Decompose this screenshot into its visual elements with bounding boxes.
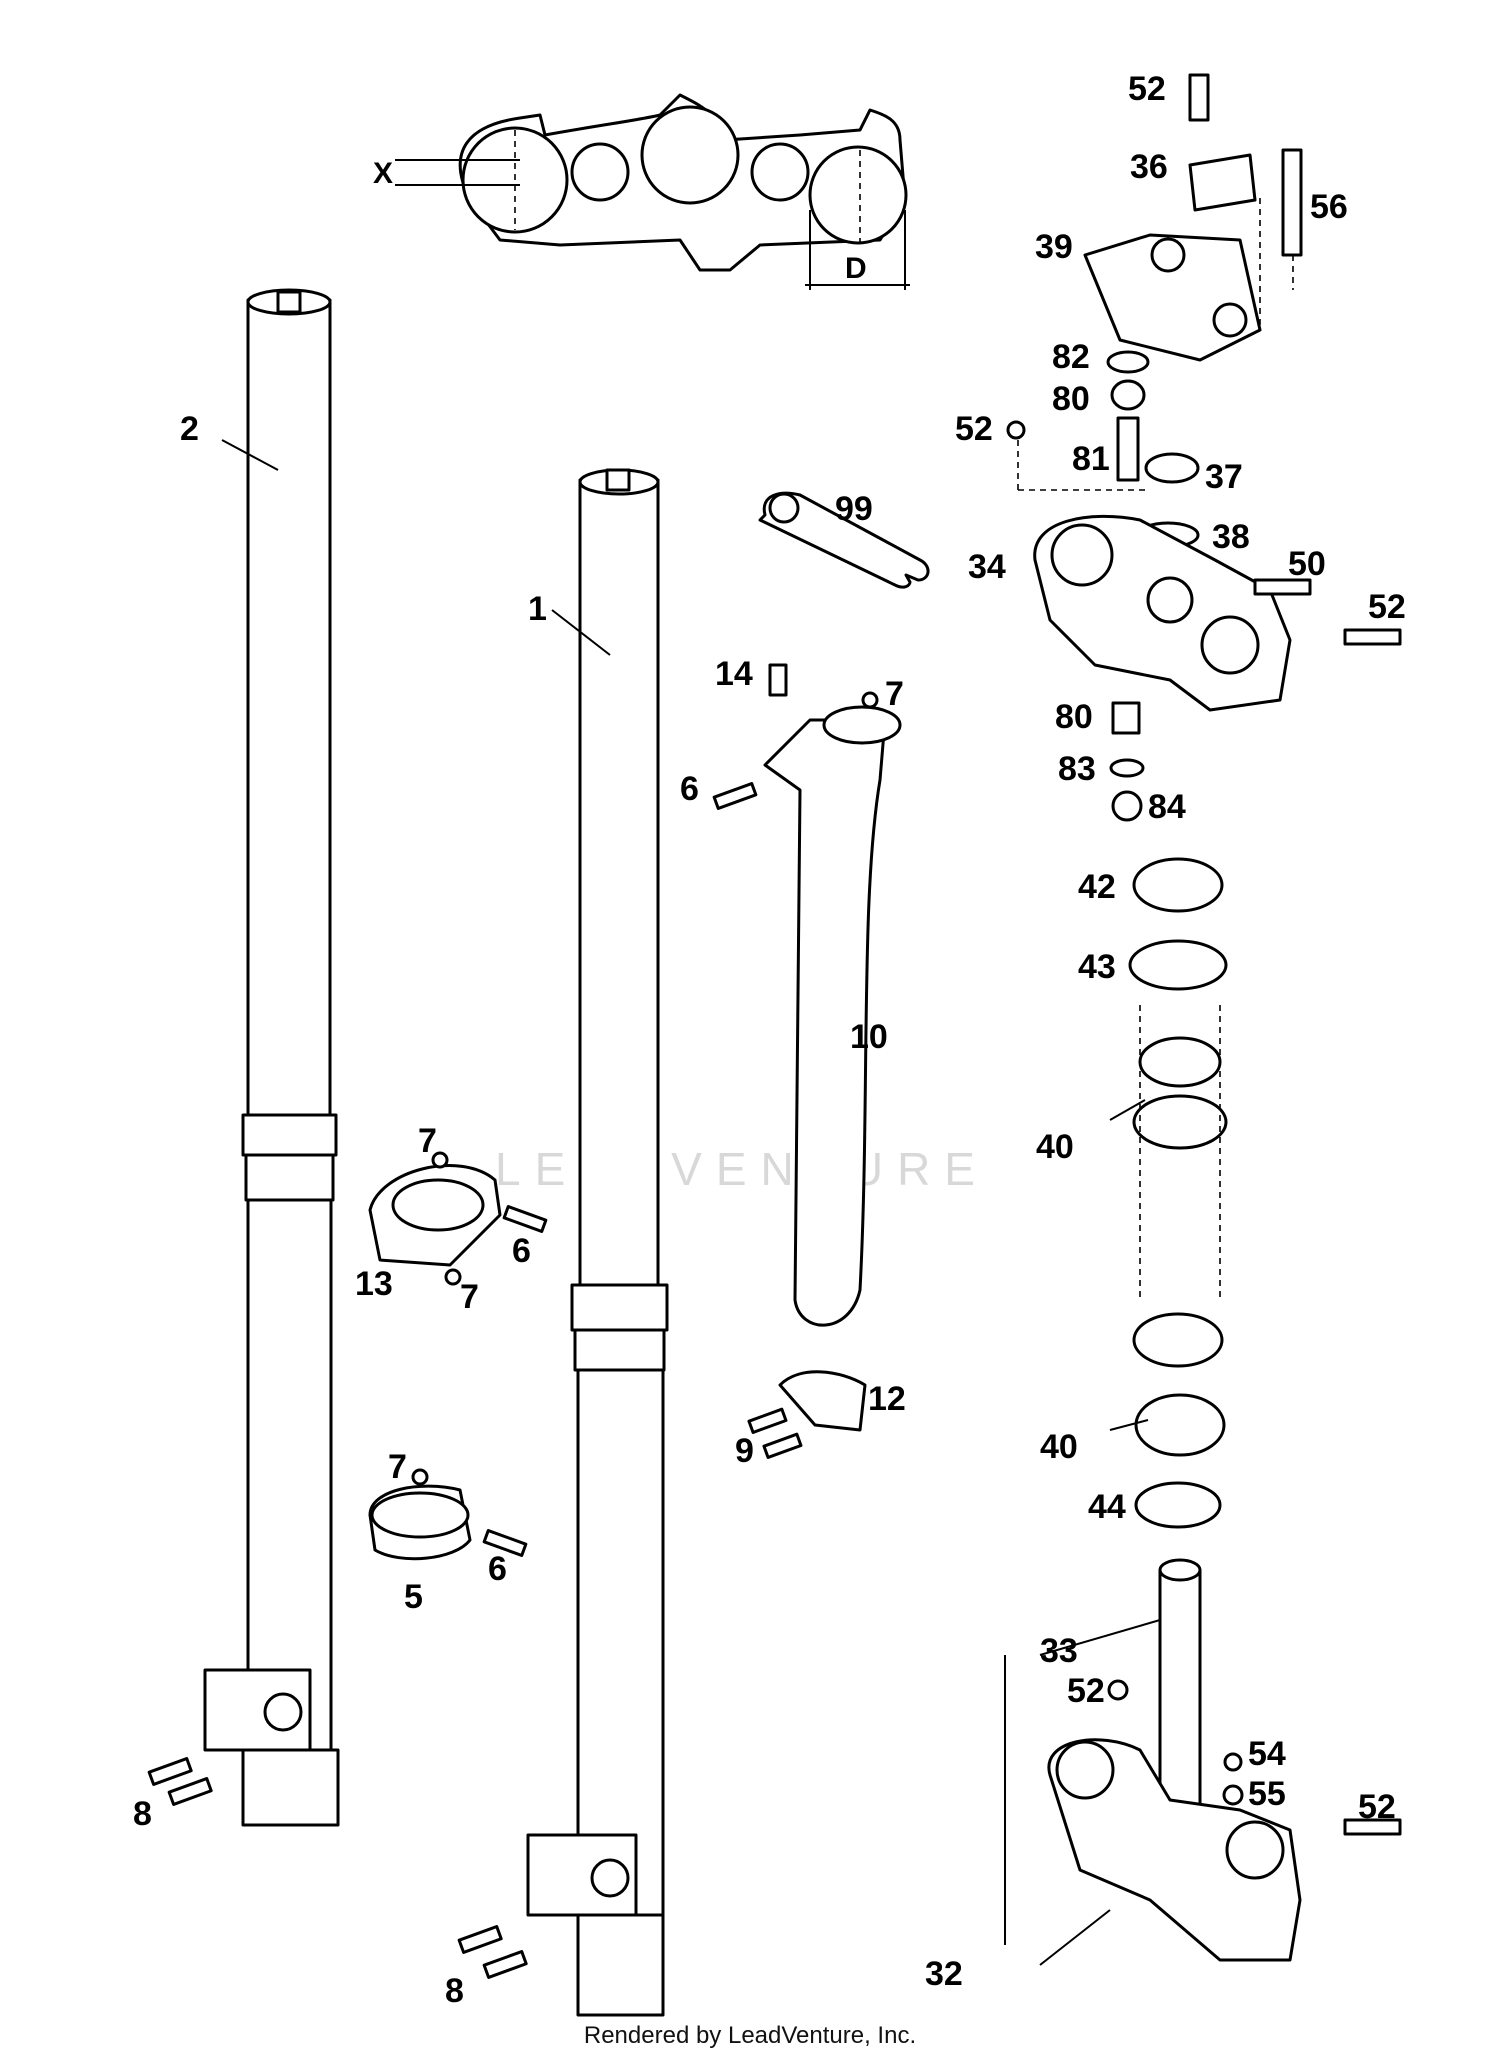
callout-38: 38: [1212, 518, 1250, 556]
callout-1: 1: [528, 590, 547, 628]
callout-81: 81: [1072, 440, 1110, 478]
callout-39: 39: [1035, 228, 1073, 266]
callout-40: 40: [1036, 1128, 1074, 1166]
callout-37: 37: [1205, 458, 1243, 496]
watermark: LEADVENTURE: [495, 1143, 989, 1195]
callout-7: 7: [388, 1448, 407, 1486]
fork-leg-middle: [526, 468, 669, 2017]
callout-54: 54: [1248, 1735, 1286, 1773]
fork-clamps-and-guard: [368, 491, 930, 1561]
callout-7: 7: [418, 1122, 437, 1160]
callout-34: 34: [968, 548, 1006, 586]
triple-clamp-dimension-sketch: [395, 93, 910, 290]
callout-8: 8: [133, 1795, 152, 1833]
callout-2: 2: [180, 410, 199, 448]
callout-32: 32: [925, 1955, 963, 1993]
callout-43: 43: [1078, 948, 1116, 986]
callout-80: 80: [1052, 380, 1090, 418]
dimension-x-label: X: [373, 157, 393, 190]
callout-55: 55: [1248, 1775, 1286, 1813]
callout-84: 84: [1148, 788, 1186, 826]
callout-56: 56: [1310, 188, 1348, 226]
callout-82: 82: [1052, 338, 1090, 376]
callout-7: 7: [460, 1278, 479, 1316]
callout-leader-lines: [221, 198, 1294, 1966]
callout-99: 99: [835, 490, 873, 528]
dimension-d-label: D: [845, 252, 867, 285]
callout-12: 12: [868, 1380, 906, 1418]
callout-83: 83: [1058, 750, 1096, 788]
callout-52: 52: [955, 410, 993, 448]
callout-6: 6: [488, 1550, 507, 1588]
callout-33: 33: [1040, 1632, 1078, 1670]
callout-52: 52: [1358, 1788, 1396, 1826]
part-number-callouts: 52 36 56 39 82 80 52 81 37 99 38 34 50 5…: [133, 70, 1406, 2010]
callout-42: 42: [1078, 868, 1116, 906]
footer-credit: Rendered by LeadVenture, Inc.: [583, 2022, 917, 2049]
callout-14: 14: [715, 655, 753, 693]
callout-52: 52: [1368, 588, 1406, 626]
steering-stem-assembly: [1033, 153, 1302, 1962]
callout-6: 6: [512, 1232, 531, 1270]
callout-36: 36: [1130, 148, 1168, 186]
callout-5: 5: [404, 1578, 423, 1616]
callout-6: 6: [680, 770, 699, 808]
callout-10: 10: [850, 1018, 888, 1056]
callout-8: 8: [445, 1972, 464, 2010]
fastener-hardware: [147, 73, 1402, 1979]
callout-9: 9: [735, 1432, 754, 1470]
callout-44: 44: [1088, 1488, 1126, 1526]
callout-80: 80: [1055, 698, 1093, 736]
callout-13: 13: [355, 1265, 393, 1303]
callout-50: 50: [1288, 545, 1326, 583]
callout-7: 7: [885, 675, 904, 713]
callout-40: 40: [1040, 1428, 1078, 1466]
callout-52: 52: [1067, 1672, 1105, 1710]
fork-leg-left: [203, 288, 340, 1827]
callout-52: 52: [1128, 70, 1166, 108]
